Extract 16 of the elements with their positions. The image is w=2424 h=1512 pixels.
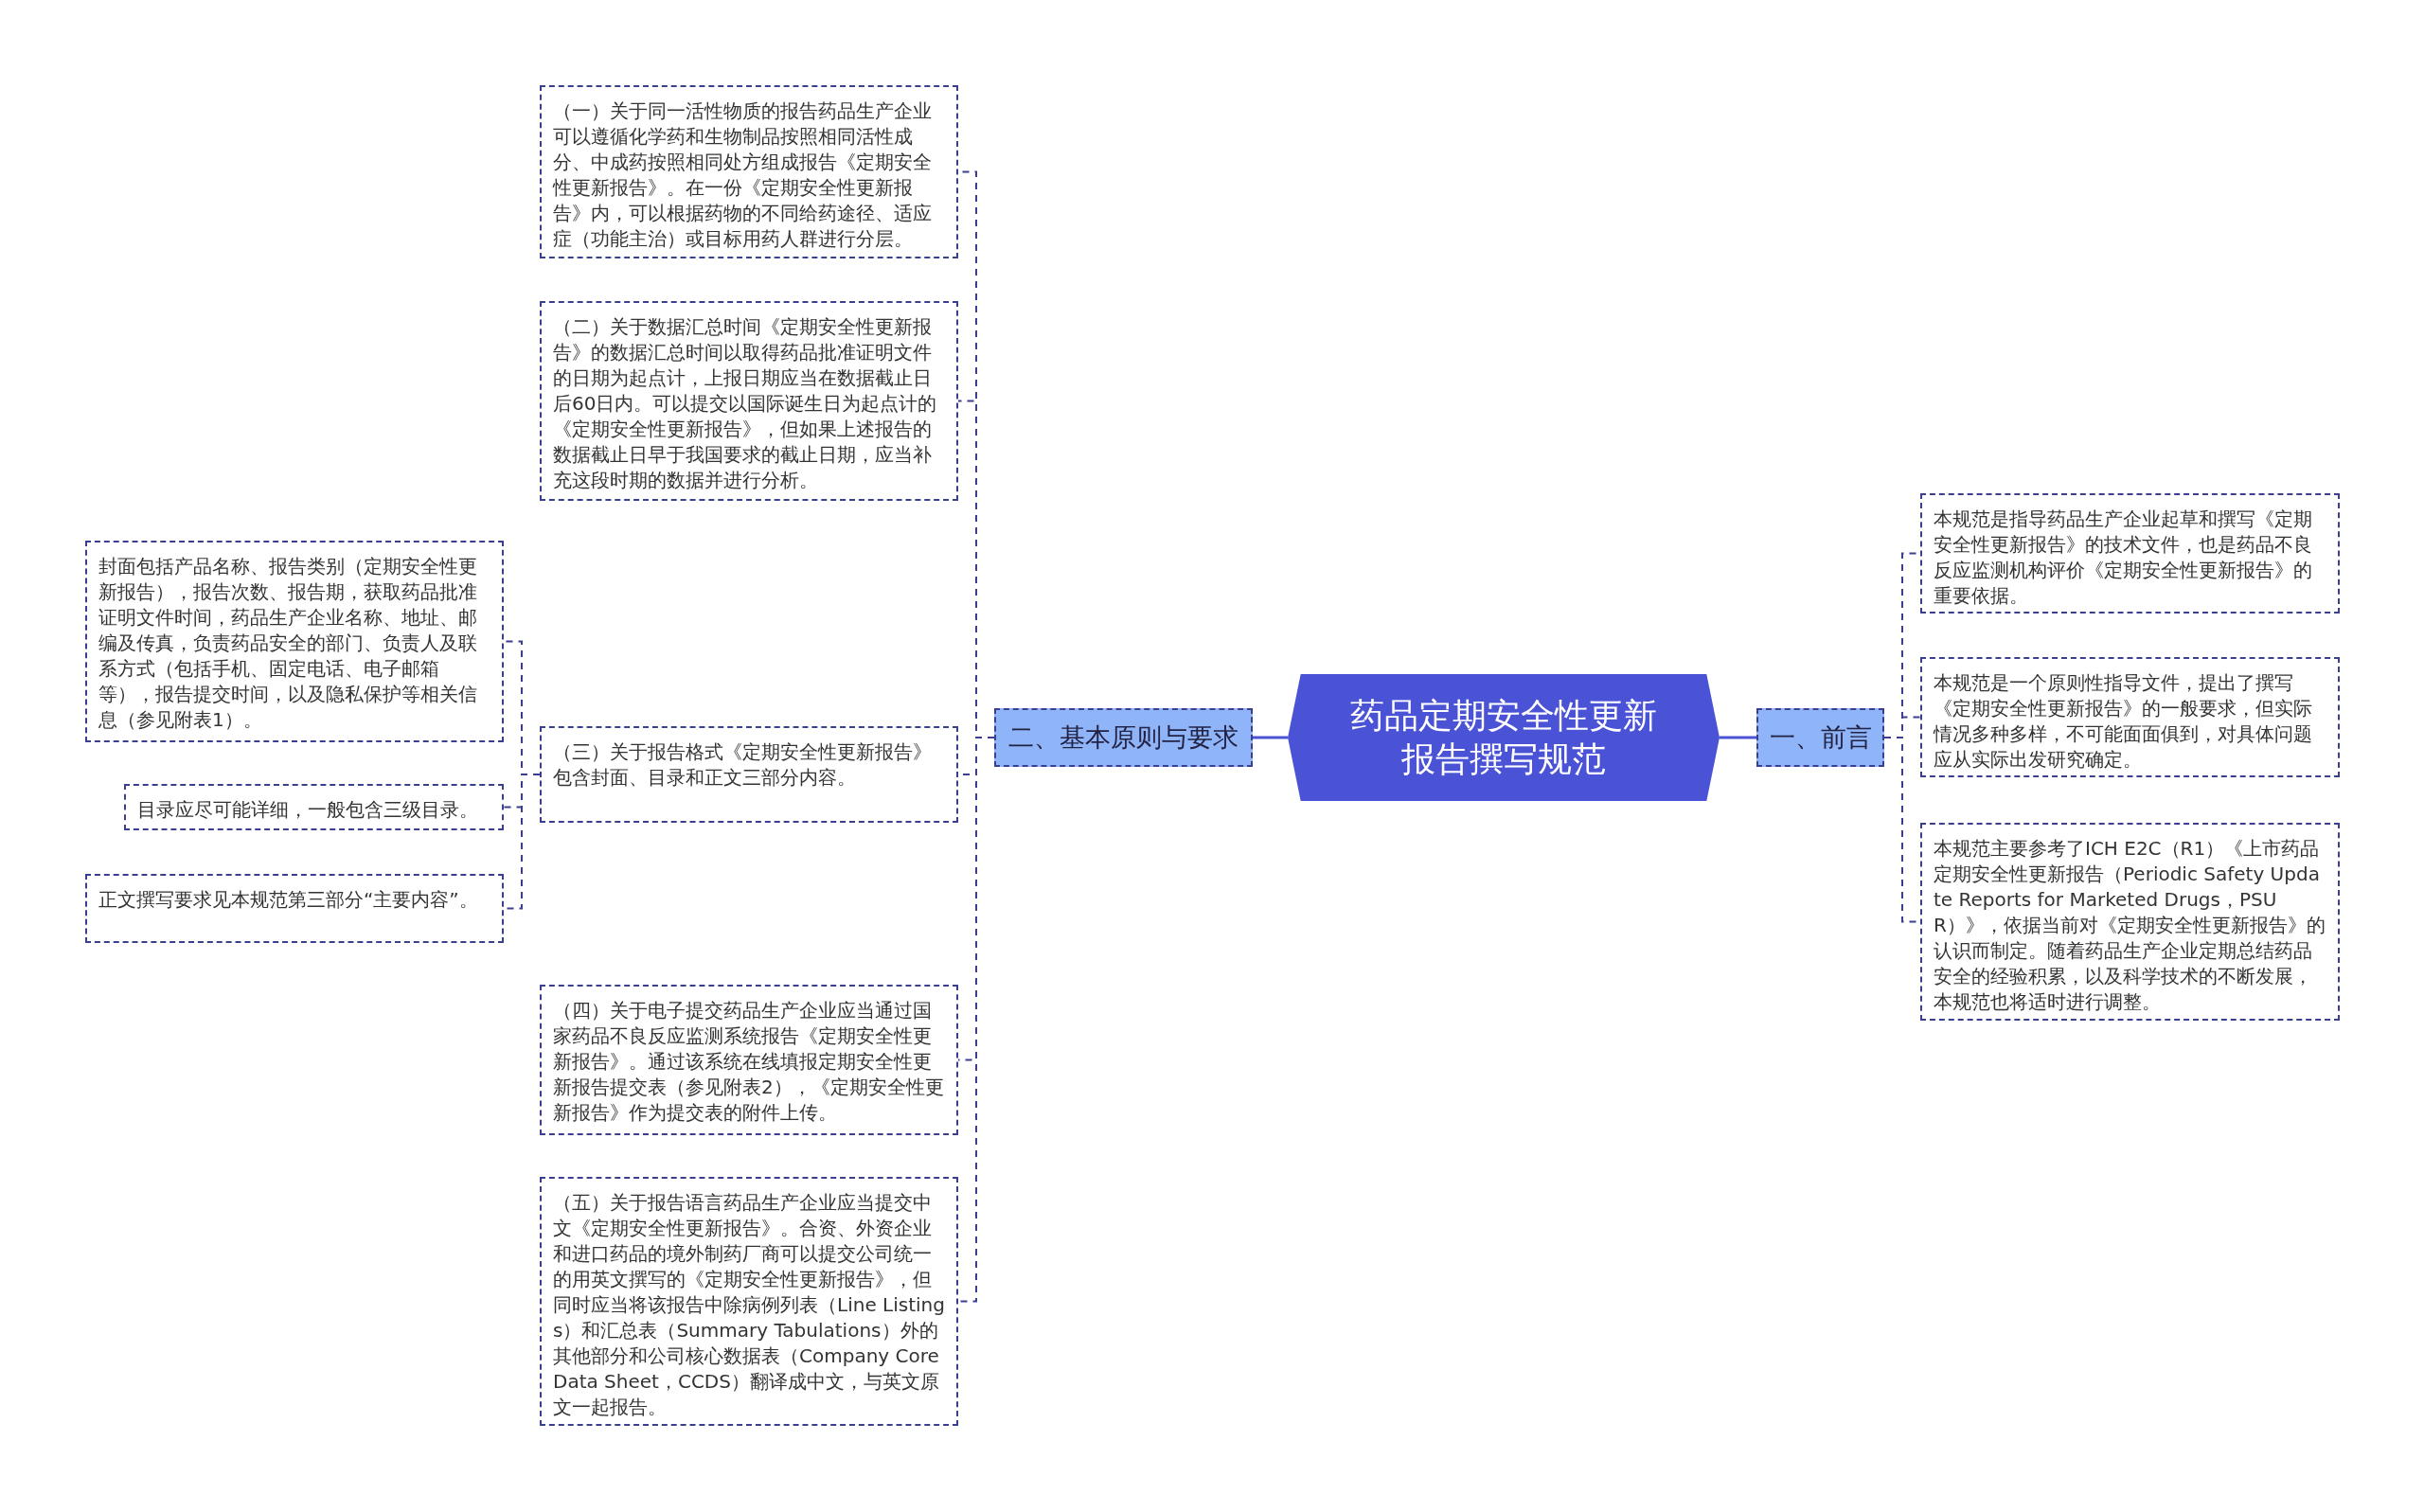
connector <box>1253 736 1288 739</box>
text-box: 封面包括产品名称、报告类别（定期安全性更新报告），报告次数、报告期，获取药品批准证明文件时间，药品生产企业名称、地址、邮编及传真，负责药品安全的部门、负责人及联系方式（包括手机、固定电话、电子邮箱等），报告提交时间，以及隐私保护等相关信息（参见附表1）。 <box>85 541 504 742</box>
text-box: 本规范主要参考了ICH E2C（R1）《上市药品定期安全性更新报告（Periodic Safety Update Reports for Marketed Drugs，PSUR）》，依据当前对《定期安全性更新报告》的认识而制定。随着药品生产企业定期总结药品安全的经验积累，以及科学技术的不断发展，本规范也将适时进行调整。 <box>1920 823 2340 1021</box>
text-box: （五）关于报告语言药品生产企业应当提交中文《定期安全性更新报告》。合资、外资企业和进口药品的境外制药厂商可以提交公司统一的用英文撰写的《定期安全性更新报告》，但同时应当将该报告中除病例列表（Line Listings）和汇总表（Summary Tabulations）外的其他部分和公司核心数据表（Company Core Data Sheet，CCDS）翻译成中文，与英文原文一起报告。 <box>540 1177 958 1426</box>
text-box: 目录应尽可能详细，一般包含三级目录。 <box>124 784 504 830</box>
topic-box: 二、基本原则与要求 <box>994 708 1253 767</box>
connector <box>1720 736 1756 739</box>
text-box: 本规范是指导药品生产企业起草和撰写《定期安全性更新报告》的技术文件，也是药品不良反应监测机构评价《定期安全性更新报告》的重要依据。 <box>1920 493 2340 614</box>
text-box: （二）关于数据汇总时间《定期安全性更新报告》的数据汇总时间以取得药品批准证明文件的日期为起点计，上报日期应当在数据截止日后60日内。可以提交以国际诞生日为起点计的《定期安全性更新报告》，但如果上述报告的数据截止日早于我国要求的截止日期，应当补充这段时期的数据并进行分析。 <box>540 301 958 501</box>
central-topic-hexagon: 药品定期安全性更新报告撰写规范 <box>1288 674 1720 801</box>
text-box: （四）关于电子提交药品生产企业应当通过国家药品不良反应监测系统报告《定期安全性更新报告》。通过该系统在线填报定期安全性更新报告提交表（参见附表2），《定期安全性更新报告》作为提交表的附件上传。 <box>540 985 958 1135</box>
text-box: 本规范是一个原则性指导文件，提出了撰写《定期安全性更新报告》的一般要求，但实际情况多种多样，不可能面面俱到，对具体问题应从实际出发研究确定。 <box>1920 657 2340 777</box>
text-box: 正文撰写要求见本规范第三部分“主要内容”。 <box>85 874 504 943</box>
text-box: （三）关于报告格式《定期安全性更新报告》包含封面、目录和正文三部分内容。 <box>540 726 958 823</box>
text-box: （一）关于同一活性物质的报告药品生产企业可以遵循化学药和生物制品按照相同活性成分、中成药按照相同处方组成报告《定期安全性更新报告》。在一份《定期安全性更新报告》内，可以根据药物的不同给药途径、适应症（功能主治）或目标用药人群进行分层。 <box>540 85 958 258</box>
topic-box: 一、前言 <box>1756 708 1884 767</box>
